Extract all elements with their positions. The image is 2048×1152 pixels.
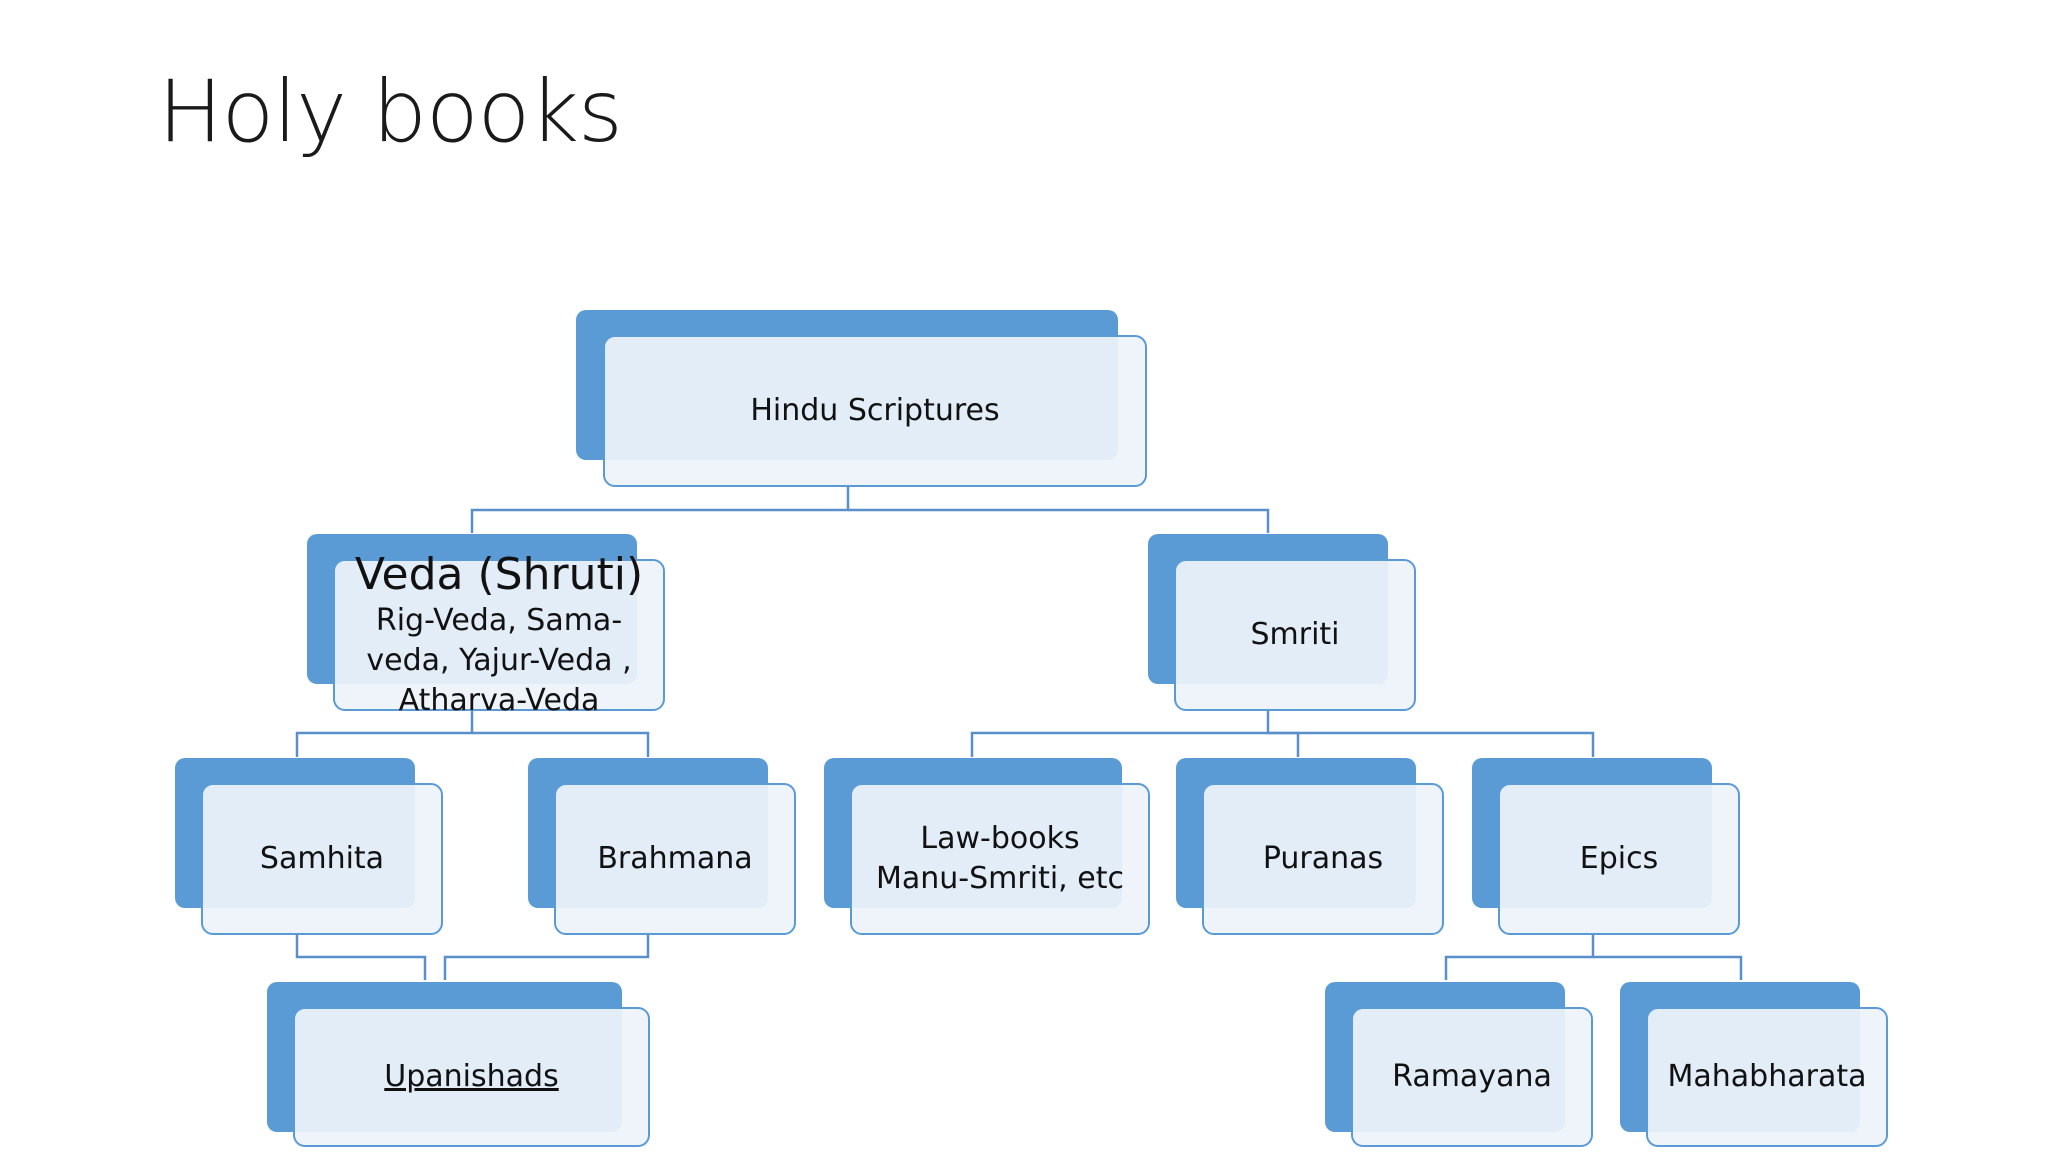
node-label: Smriti (1250, 617, 1340, 652)
node-label: Puranas (1262, 841, 1384, 876)
node-label: Veda (Shruti) (354, 549, 644, 600)
node-label: Brahmana (597, 841, 753, 876)
node-label: Samhita (259, 841, 385, 876)
node-label: Epics (1579, 841, 1659, 876)
node-label: Hindu Scriptures (750, 393, 1000, 428)
node-label: Ramayana (1392, 1059, 1552, 1094)
node-detail: Rig-Veda, Sama-veda, Yajur-Veda , Atharv… (366, 603, 632, 718)
node-label: Upanishads (384, 1059, 559, 1094)
node-detail: Manu-Smriti, etc (876, 861, 1124, 896)
node-label: Law-books (920, 821, 1080, 856)
slide-title: Holy books (158, 62, 623, 162)
node-label: Mahabharata (1667, 1059, 1867, 1094)
